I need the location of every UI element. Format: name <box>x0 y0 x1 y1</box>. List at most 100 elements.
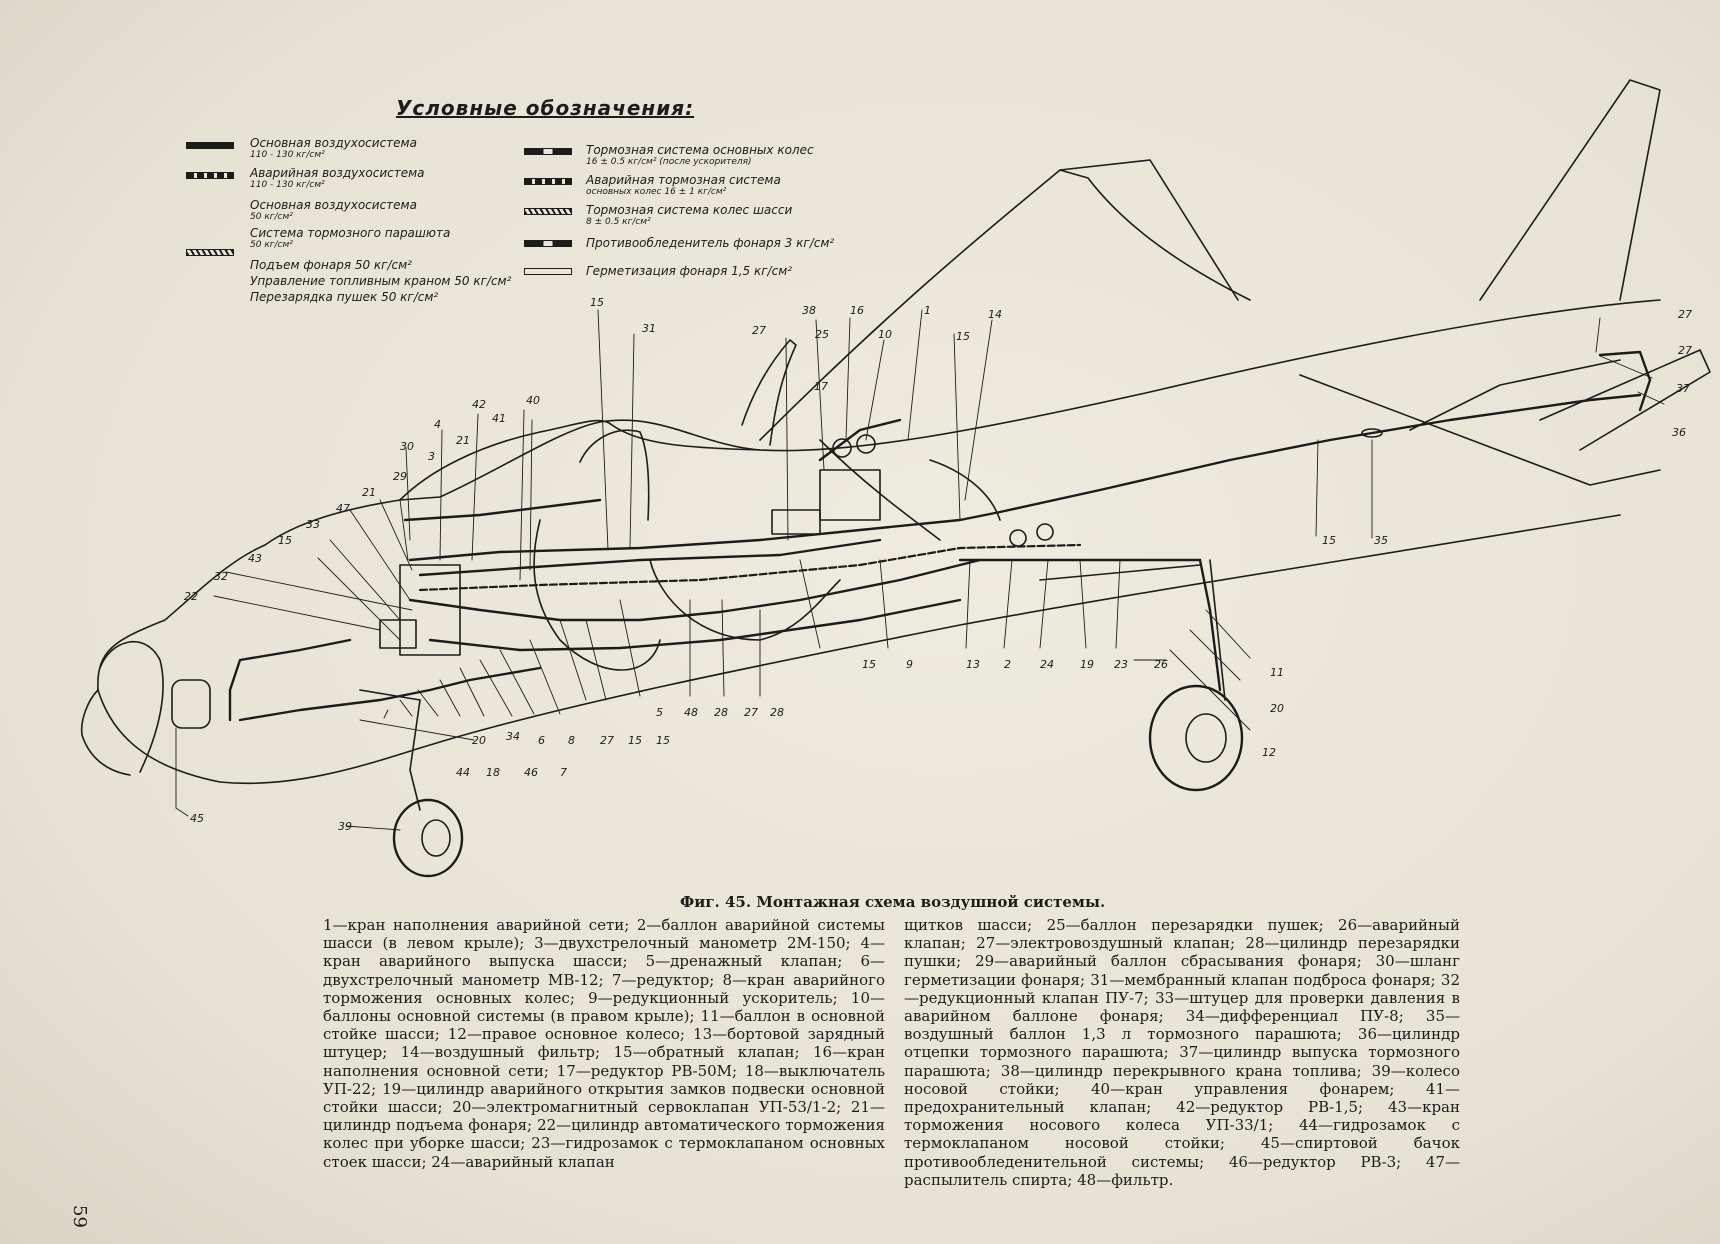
pipe-main-2 <box>418 538 882 577</box>
legend-symbol-emergency-brake <box>524 178 572 185</box>
frame-3 <box>929 459 1001 521</box>
callout-10: 10 <box>878 328 892 341</box>
callout-27d: 27 <box>744 706 758 719</box>
callout-20b: 20 <box>472 734 486 747</box>
nose-intake <box>99 640 164 773</box>
callout-47: 47 <box>336 502 350 515</box>
panel-box <box>399 564 461 656</box>
callout-30: 30 <box>400 440 414 453</box>
callout-33: 33 <box>306 518 320 531</box>
fuselage-outline <box>97 299 1661 691</box>
frame-1 <box>533 519 661 671</box>
nose-gear-strut <box>409 699 421 811</box>
legend-item-fuel-valve: Управление топливным краном 50 кг/см² <box>250 274 512 288</box>
callout-25: 25 <box>815 328 829 341</box>
callout-11: 11 <box>1270 666 1284 679</box>
callout-31: 31 <box>642 322 656 335</box>
pipe-tail <box>998 393 1642 514</box>
wing-upper-tip <box>1059 159 1239 301</box>
legend-symbol-main-wheel-brake <box>524 148 572 155</box>
callout-37: 37 <box>1676 382 1690 395</box>
callout-26: 26 <box>1154 658 1168 671</box>
callout-15: 15 <box>590 296 604 309</box>
legend-symbol-emergency-air <box>186 172 234 179</box>
callout-2: 2 <box>1004 658 1011 671</box>
callout-21: 21 <box>456 434 470 447</box>
callout-38: 38 <box>802 304 816 317</box>
callout-20: 20 <box>1270 702 1284 715</box>
callout-27b: 27 <box>1678 308 1692 321</box>
callout-4: 4 <box>434 418 441 431</box>
callout-39: 39 <box>338 820 352 833</box>
box-38 <box>819 469 881 521</box>
callout-15e: 15 <box>862 658 876 671</box>
cylinder-22 <box>379 619 417 649</box>
legend-item-deicer: Противообледенитель фонаря 3 кг/см² <box>586 236 835 250</box>
callout-48: 48 <box>684 706 698 719</box>
callout-43: 43 <box>248 552 262 565</box>
callout-45: 45 <box>190 812 204 825</box>
callout-8: 8 <box>568 734 575 747</box>
callout-6: 6 <box>538 734 545 747</box>
callout-44: 44 <box>456 766 470 779</box>
callout-15g: 15 <box>656 734 670 747</box>
callout-14: 14 <box>988 308 1002 321</box>
callout-46: 46 <box>524 766 538 779</box>
pipe-emergency <box>418 543 1082 592</box>
main-gear-brace <box>1039 564 1201 581</box>
callout-22: 22 <box>184 590 198 603</box>
pipe-wing <box>818 418 902 462</box>
figure-caption-left: 1—кран наполнения аварийной сети; 2—балл… <box>323 916 885 1171</box>
callout-24: 24 <box>1040 658 1054 671</box>
callout-34: 34 <box>506 730 520 743</box>
callout-27: 27 <box>752 324 766 337</box>
bottle-35 <box>1361 428 1383 438</box>
wing-lower-edge <box>1409 359 1621 431</box>
pipe-gear-2 <box>1198 558 1222 692</box>
legend-symbol-canopy-seal <box>524 268 572 275</box>
canopy <box>399 419 761 501</box>
main-wheel-hub <box>1185 713 1227 763</box>
callout-27e: 27 <box>600 734 614 747</box>
fuselage-lower-outline <box>97 514 1621 785</box>
callout-18: 18 <box>486 766 500 779</box>
figure-caption-title: Фиг. 45. Монтажная схема воздушной систе… <box>680 893 1106 911</box>
legend-symbol-gear-brake <box>524 208 572 215</box>
bottle-10a <box>832 438 852 458</box>
callout-15b: 15 <box>956 330 970 343</box>
canopy-frame <box>579 429 650 521</box>
callout-15c: 15 <box>278 534 292 547</box>
legend-item-gun-recharge: Перезарядка пушек 50 кг/см² <box>250 290 439 304</box>
nose-wheel-39 <box>392 798 464 878</box>
nose-wheel-hub <box>421 819 451 857</box>
legend-symbol-group-50 <box>186 249 234 256</box>
pipe-main-3 <box>408 558 982 622</box>
antenna <box>741 339 797 446</box>
legend-item-canopy-lift: Подъем фонаря 50 кг/см² <box>250 258 412 272</box>
nose-gear-arm <box>359 689 421 701</box>
bottle-2b <box>1036 523 1054 541</box>
callout-40: 40 <box>526 394 540 407</box>
legend-symbol-main-air <box>186 142 234 149</box>
bottle-10b <box>856 434 876 454</box>
tail-fin <box>1479 79 1661 301</box>
callout-9: 9 <box>906 658 913 671</box>
pipe-tail-2 <box>1598 350 1652 412</box>
legend-item-canopy-seal: Герметизация фонаря 1,5 кг/см² <box>586 264 793 278</box>
callout-27c: 27 <box>1678 344 1692 357</box>
callout-15d: 15 <box>1322 534 1336 547</box>
main-wheel-12 <box>1148 684 1244 792</box>
pipe-canopy <box>403 498 602 522</box>
nose-cone <box>80 689 131 776</box>
tank-45 <box>171 679 211 729</box>
callout-28: 28 <box>714 706 728 719</box>
bottle-25 <box>771 509 821 535</box>
legend-title: Условные обозначения: <box>396 96 695 120</box>
